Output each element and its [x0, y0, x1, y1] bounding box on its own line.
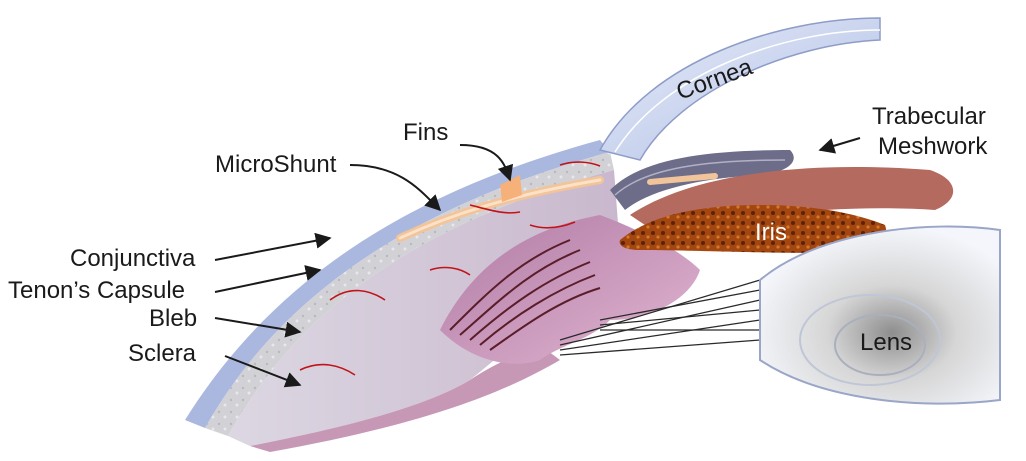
- conjunctiva-leader: [215, 238, 330, 260]
- trabecular-label-line1: Trabecular: [872, 103, 986, 130]
- tenons-capsule-label: Tenon’s Capsule: [8, 277, 185, 304]
- microshunt-label: MicroShunt: [215, 151, 337, 178]
- sclera-label: Sclera: [128, 340, 197, 367]
- bleb-label: Bleb: [149, 305, 197, 332]
- iris-label: Iris: [755, 219, 787, 246]
- trabecular-label-line2: Meshwork: [878, 133, 988, 160]
- microshunt-leader: [350, 165, 440, 210]
- lens-label: Lens: [860, 329, 912, 356]
- conjunctiva-label: Conjunctiva: [70, 245, 196, 272]
- cornea-layer: [600, 18, 880, 160]
- lens-body: [760, 227, 1000, 404]
- fins-label: Fins: [403, 119, 448, 146]
- trabecular-leader: [820, 138, 860, 150]
